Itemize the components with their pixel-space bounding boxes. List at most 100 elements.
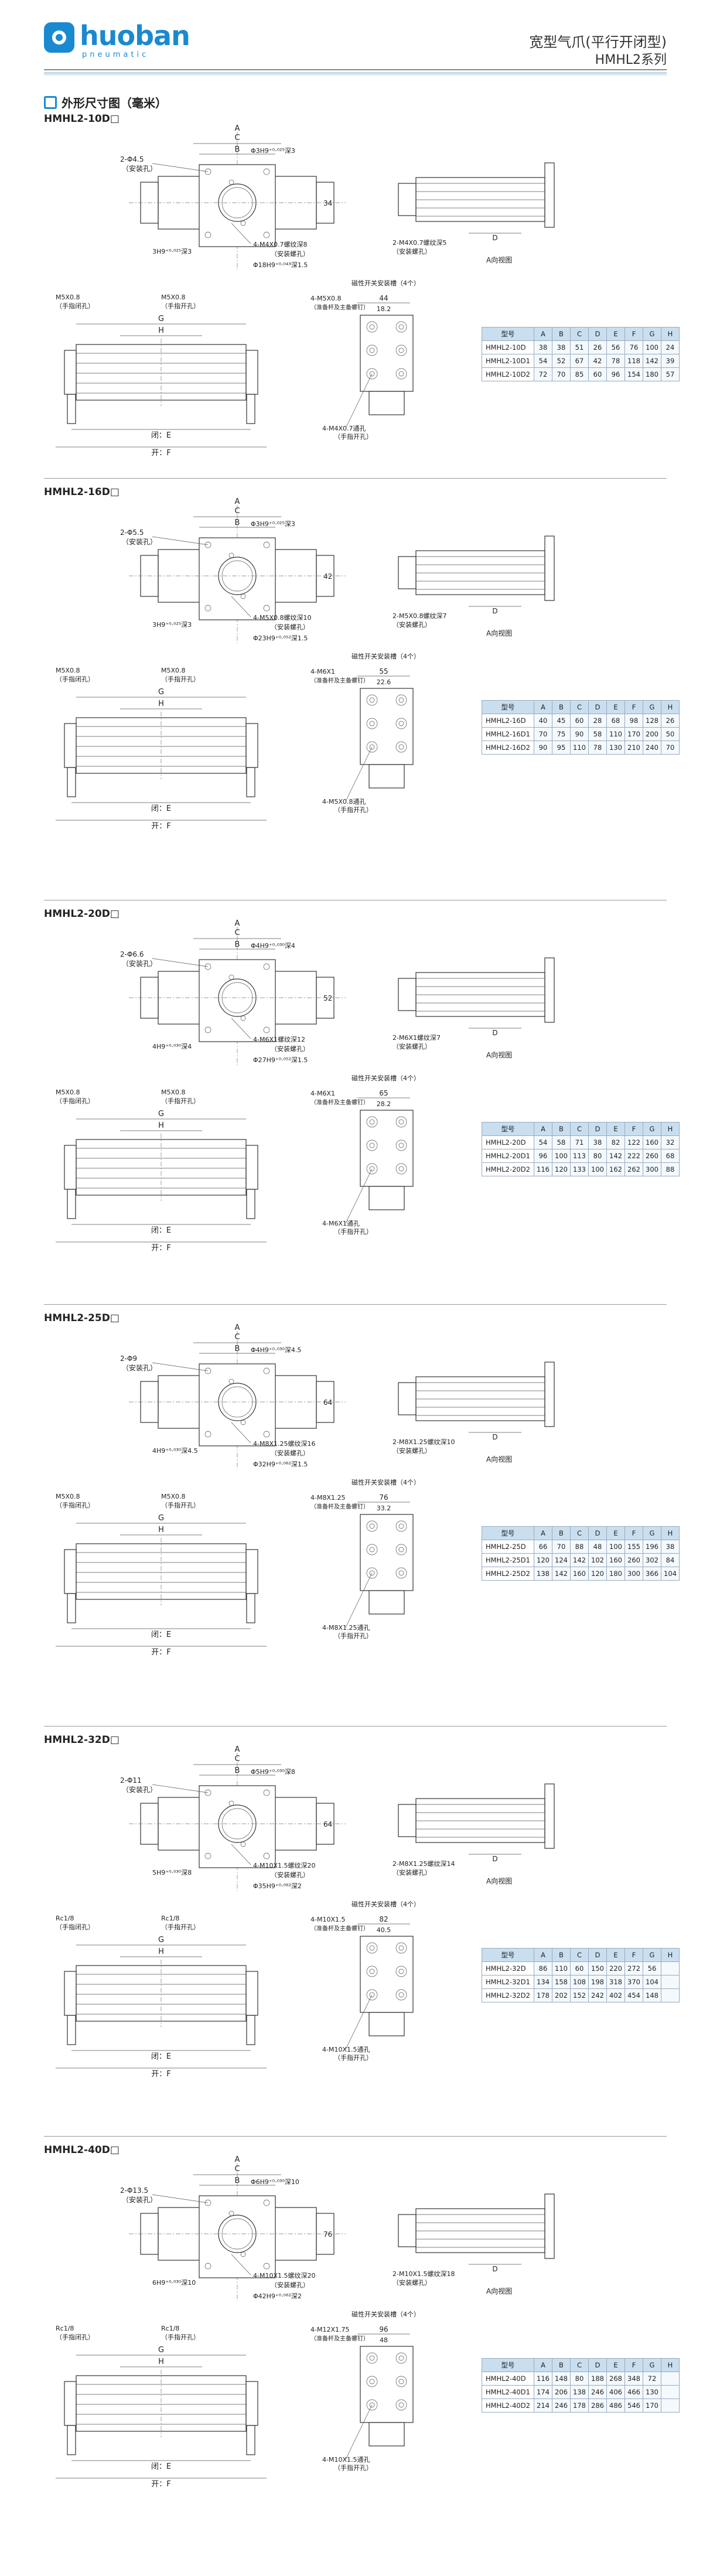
dim-letter-b: B: [235, 145, 240, 154]
top-view-drawing: ACB2-Φ4.5（安装孔）Φ3H9⁺⁰·⁰²⁵深3344-M4X0.7螺纹深8…: [120, 124, 346, 270]
table-cell: 348: [624, 2372, 643, 2386]
a-view-drawing: D2-M10X1.5螺纹深18（安装螺孔）A向视图: [393, 2193, 555, 2295]
closed-width-label: 闭：E: [151, 1630, 171, 1639]
dim-letter-a: A: [235, 919, 240, 928]
dim-letter-h: H: [158, 700, 164, 708]
table-cell: 75: [552, 727, 571, 741]
pin-hole-label: Φ5H9⁺⁰·⁰³⁰深8: [251, 1768, 295, 1776]
dim-letter-g: G: [158, 1514, 164, 1523]
open-port-label: M5X0.8: [161, 1089, 186, 1096]
through-hole-label: 4-M6X1通孔: [322, 1220, 360, 1227]
through-hole-note: （手指开孔）: [334, 806, 373, 814]
table-cell: 148: [552, 2372, 571, 2386]
dim-letter-a: A: [235, 1323, 240, 1332]
table-model-cell: HMHL2-16D1: [482, 727, 534, 741]
height-dim-label: 64: [323, 1398, 332, 1407]
table-header-cell: F: [624, 1122, 643, 1136]
table-model-cell: HMHL2-16D: [482, 714, 534, 728]
mount-screw-label: 4-M5X0.8螺纹深10: [253, 613, 311, 622]
table-header-cell: G: [643, 1122, 661, 1136]
table-header-cell: C: [570, 700, 589, 714]
closed-width-label: 闭：E: [151, 431, 171, 440]
close-port-note: （手指闭孔）: [56, 2333, 94, 2341]
table-cell: 302: [643, 1553, 661, 1567]
table-cell: 88: [570, 1540, 589, 1554]
front-view-drawing: M5X0.8（手指闭孔）M5X0.8（手指开孔）GH闭：E开：F: [56, 667, 267, 831]
table-cell: 318: [606, 1975, 625, 1989]
table-cell: 70: [552, 367, 571, 381]
dim-letter-h: H: [158, 1526, 164, 1534]
front-view-drawing: M5X0.8（手指闭孔）M5X0.8（手指开孔）GH闭：E开：F: [56, 294, 267, 458]
dim-letter-c: C: [234, 2165, 240, 2174]
table-header-cell: A: [534, 1122, 552, 1136]
table-cell: 138: [534, 1567, 552, 1581]
table-cell: 90: [534, 741, 552, 755]
table-cell: 124: [552, 1553, 571, 1567]
table-header-cell: E: [606, 1948, 625, 1962]
open-width-label: 开：F: [151, 822, 170, 831]
table-cell: 178: [570, 2398, 589, 2413]
sensor-slot-label: 磁性开关安装槽（4个）: [352, 1074, 420, 1082]
table-cell: 160: [643, 1135, 661, 1149]
table-cell: 100: [606, 1540, 625, 1554]
table-cell: 188: [588, 2372, 607, 2386]
table-cell: 138: [570, 2385, 589, 2399]
a-view-drawing: D2-M6X1螺纹深7（安装螺孔）A向视图: [393, 957, 555, 1059]
close-port-label: M5X0.8: [56, 1089, 80, 1096]
side-width-label: 44: [379, 294, 388, 302]
table-cell: 26: [661, 714, 680, 728]
top-view-drawing: ACB2-Φ5.5（安装孔）Φ3H9⁺⁰·⁰²⁵深3424-M5X0.8螺纹深1…: [120, 497, 346, 643]
table-cell: 56: [643, 1961, 661, 1975]
dim-letter-a: A: [235, 2155, 240, 2164]
table-header-cell: H: [661, 1948, 680, 1962]
mount-hole-label: 2-Φ9: [120, 1354, 137, 1363]
close-port-note: （手指闭孔）: [56, 1097, 94, 1105]
table-header-cell: E: [606, 2358, 625, 2372]
table-model-cell: HMHL2-32D2: [482, 1988, 534, 2002]
table-header-cell: B: [552, 2358, 571, 2372]
mount-hole-note: （安装孔）: [122, 1785, 157, 1794]
side-width-label: 96: [379, 2325, 388, 2333]
adjust-screw-note: （准备杆及主备螺钉）: [310, 1925, 369, 1932]
table-model-cell: HMHL2-20D: [482, 1135, 534, 1149]
open-port-label: Rc1/8: [161, 1915, 179, 1922]
table-cell: 220: [606, 1961, 625, 1975]
table-cell: [661, 2385, 680, 2399]
table-cell: 104: [661, 1567, 680, 1581]
closed-width-label: 闭：E: [151, 1226, 171, 1235]
table-cell: 68: [661, 1149, 680, 1163]
bore-label: Φ27H9⁺⁰·⁰⁵²深1.5: [253, 1056, 308, 1064]
open-port-label: M5X0.8: [161, 667, 186, 674]
catalog-title: 宽型气爪(平行开闭型): [529, 34, 667, 50]
table-cell: 71: [570, 1135, 589, 1149]
mount-hole-note: （安装孔）: [122, 164, 157, 173]
side-view-drawing: 磁性开关安装槽（4个）7633.24-M8X1.25（准备杆及主备螺钉）4-M8…: [310, 1478, 420, 1640]
open-width-label: 开：F: [151, 2480, 170, 2489]
dim-letter-d: D: [492, 2265, 497, 2273]
dim-letter-c: C: [234, 507, 240, 516]
adjust-screw-note: （准备杆及主备螺钉）: [310, 677, 369, 684]
dim-letter-c: C: [234, 929, 240, 937]
table-header-cell: D: [588, 1948, 607, 1962]
table-cell: 170: [624, 727, 643, 741]
side-screw-note: （安装螺孔）: [393, 2278, 431, 2287]
close-port-label: Rc1/8: [56, 2325, 74, 2332]
table-cell: 130: [643, 2385, 661, 2399]
table-cell: 300: [624, 1567, 643, 1581]
table-cell: 158: [552, 1975, 571, 1989]
table-cell: 82: [606, 1135, 625, 1149]
open-port-label: Rc1/8: [161, 2325, 179, 2332]
adjust-screw-label: 4-M5X0.8: [310, 295, 342, 302]
close-port-note: （手指闭孔）: [56, 675, 94, 683]
table-cell: 60: [570, 1961, 589, 1975]
table-cell: 174: [534, 2385, 552, 2399]
table-cell: 70: [661, 741, 680, 755]
top-view-drawing: ACB2-Φ9（安装孔）Φ4H9⁺⁰·⁰³⁰深4.5644-M8X1.25螺纹深…: [120, 1323, 346, 1469]
side-view-drawing: 磁性开关安装槽（4个）4418.24-M5X0.8（准备杆及主备螺钉）4-M4X…: [310, 279, 420, 441]
model-heading: HMHL2-20D□: [44, 908, 120, 920]
